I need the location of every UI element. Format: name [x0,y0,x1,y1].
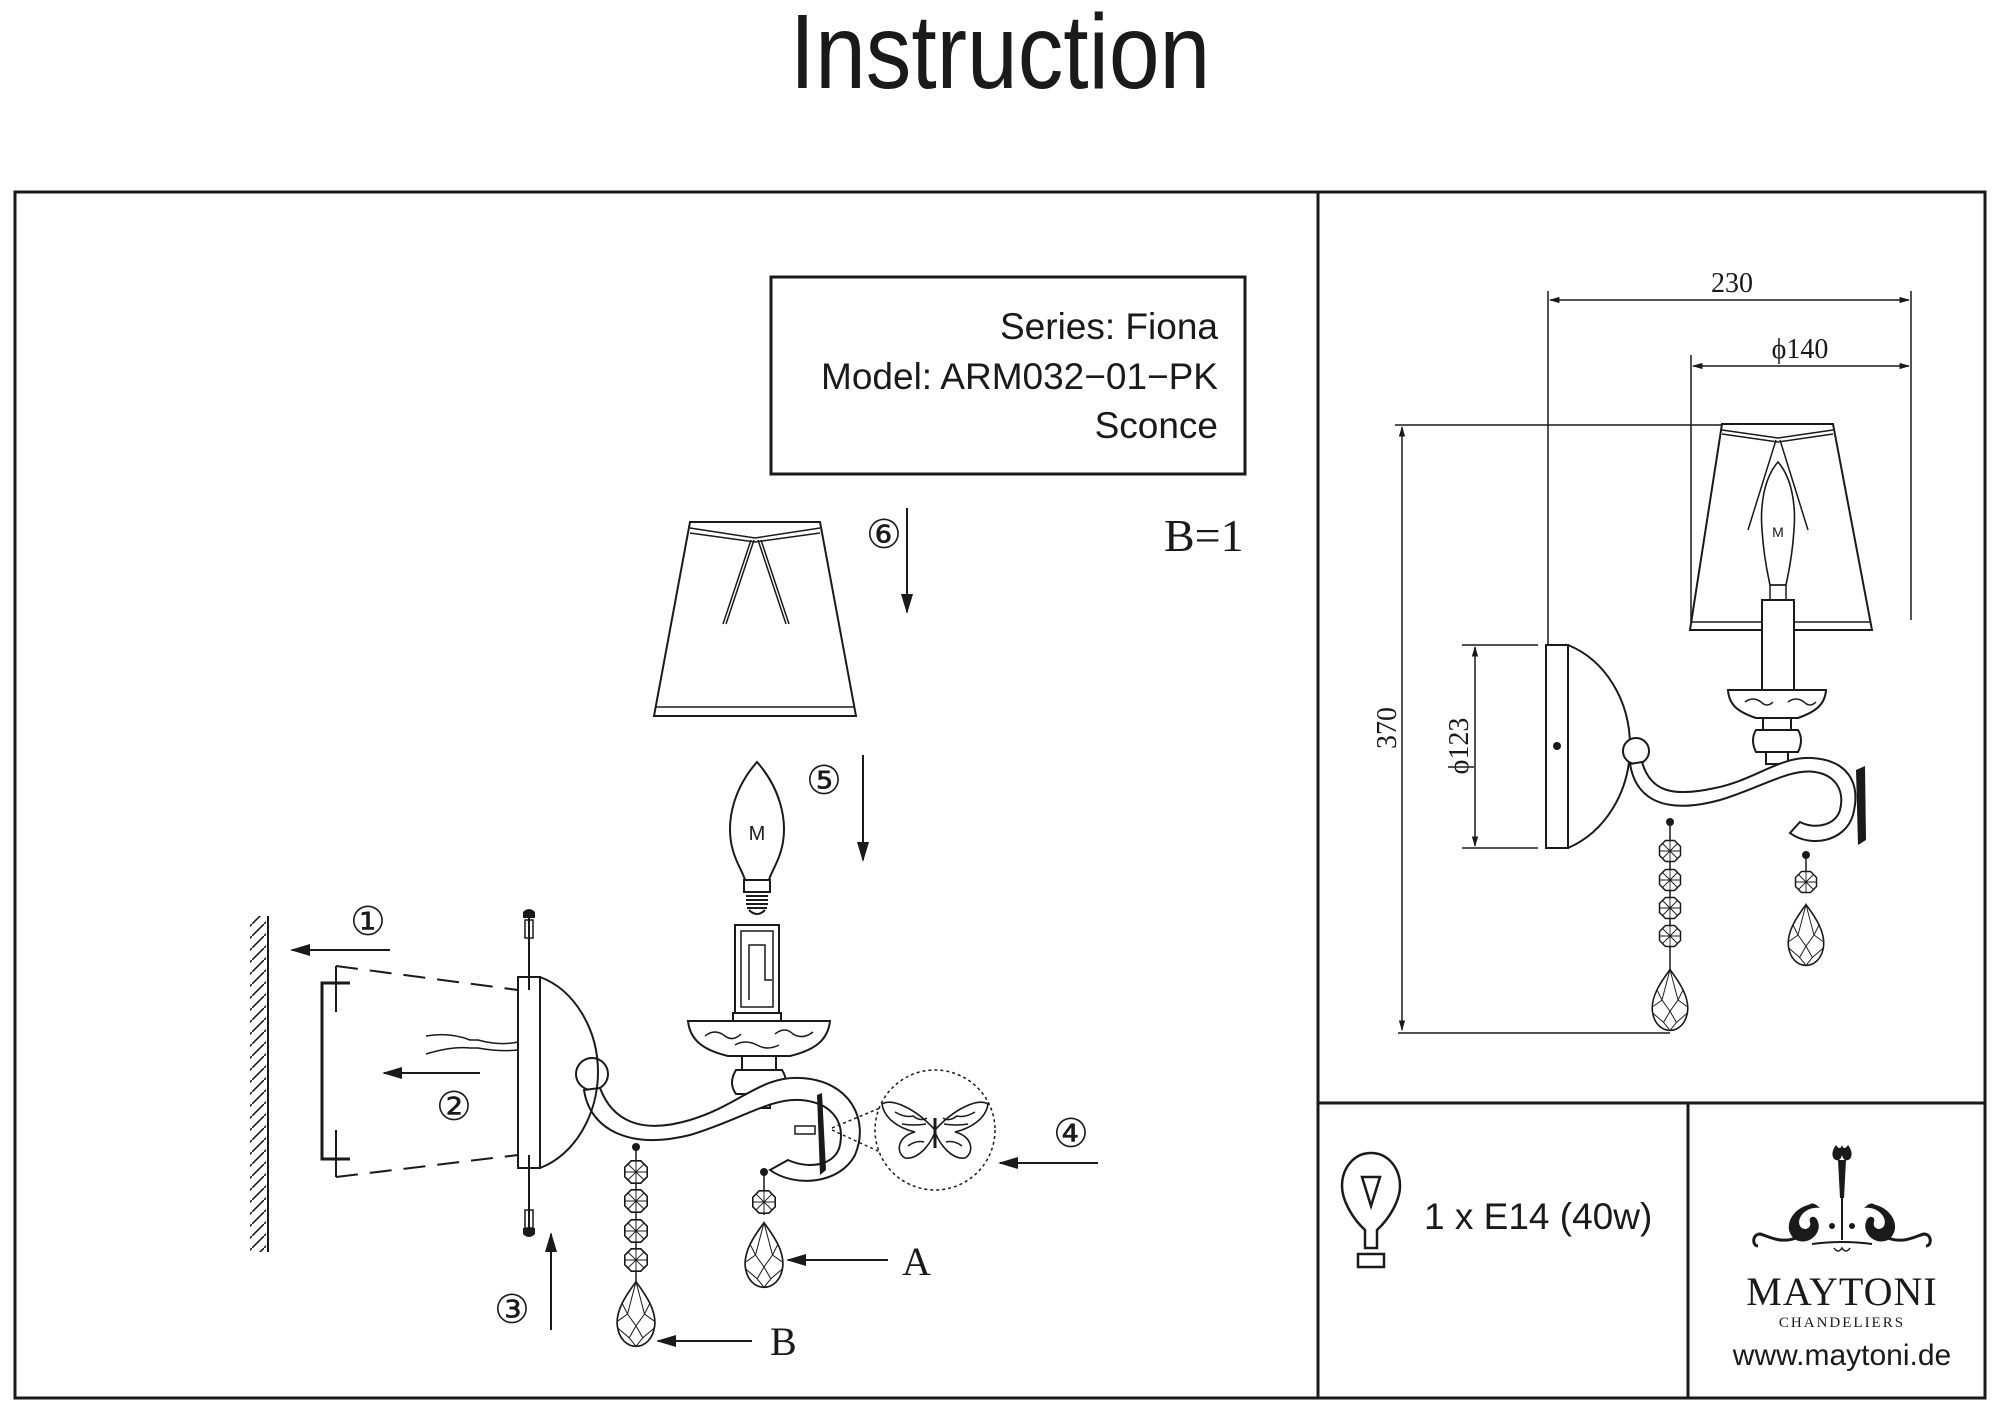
brand-website-link[interactable]: www.maytoni.de [1732,1339,1951,1372]
mounting-bracket [320,965,519,1178]
step-4-number: ④ [1053,1111,1089,1156]
wires [425,1033,519,1055]
bulb-spec-text: 1 x E14 (40w) [1424,1196,1652,1237]
brand-tagline: CHANDELIERS [1779,1315,1905,1331]
butterfly-detail [831,1069,996,1191]
shade-diameter-label: ϕ140 [1772,334,1829,365]
product-info-box: Series: Fiona Model: ARM032−01−PK Sconce [769,275,1247,476]
bulb-mark: M [749,823,766,845]
outer-frame [13,190,1987,1400]
part-b-label: B [770,1319,797,1364]
brand-name: MAYTONI [1746,1269,1937,1314]
step-1-number: ① [350,899,386,944]
brand-block: MAYTONI CHANDELIERS www.maytoni.de [1732,1145,1951,1372]
backplate-diameter-label: ϕ123 [1444,718,1475,775]
crystal-strand-a [744,1168,784,1289]
sconce-arm [575,1057,861,1182]
height-dimension-label: 370 [1372,707,1403,749]
product-type-label: Sconce [1095,405,1218,446]
crystal-strand-b [616,1143,656,1348]
page-title: Instruction [790,0,1210,111]
wall [250,916,269,1252]
dimension-drawing: 230 ϕ140 370 ϕ123 M [1372,268,1912,1034]
step-3-number: ③ [494,1287,530,1332]
bulb-spec: 1 x E14 (40w) [1340,1151,1652,1269]
lampshade [652,521,858,717]
chandelier-ornament-icon [1752,1145,1932,1252]
model-label: Model: ARM032−01−PK [821,356,1218,397]
step-2-number: ② [436,1084,472,1129]
step-6-number: ⑥ [866,512,902,557]
series-label: Series: Fiona [1000,306,1218,347]
candle-socket [732,924,782,1022]
dimension-bulb-mark: M [1772,524,1784,540]
butterfly-icon [881,1101,989,1159]
candle-bulb: M [729,761,785,915]
backplate [517,909,600,1237]
part-a-label: A [902,1239,931,1284]
assembly-diagram: ⑥ M ⑤ [250,508,1098,1364]
lightbulb-icon [1340,1151,1402,1269]
width-dimension-label: 230 [1711,268,1753,299]
quantity-note: B=1 [1164,510,1244,561]
step-5-number: ⑤ [806,758,842,803]
